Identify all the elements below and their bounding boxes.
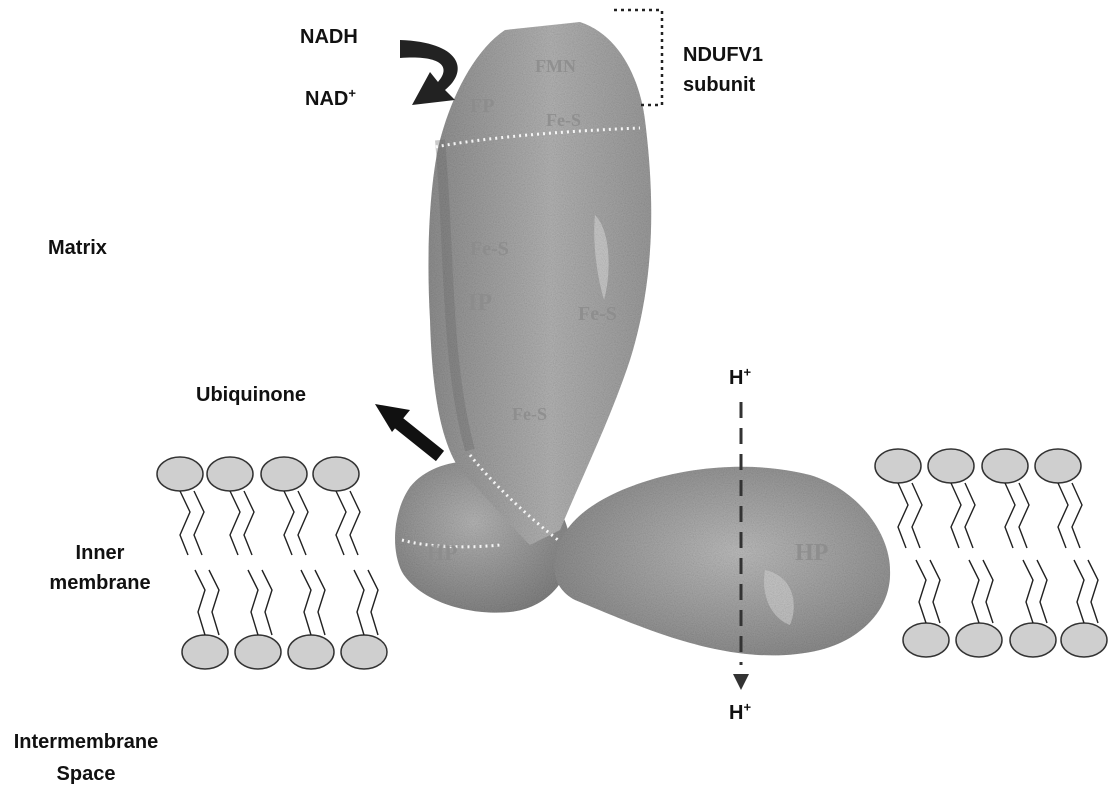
inner-line: Inner xyxy=(20,538,180,568)
h-bottom-text: H xyxy=(729,702,743,724)
label-fes-mid-left: Fe-S xyxy=(470,238,509,260)
h-bottom-charge: + xyxy=(743,699,751,714)
label-fes-mid-right: Fe-S xyxy=(578,303,617,325)
space-line: Space xyxy=(0,758,172,790)
h-top-charge: + xyxy=(743,364,751,379)
inner-membrane-label: Inner membrane xyxy=(20,538,180,598)
subunit-line: subunit xyxy=(683,70,763,100)
proton-top-label: H+ xyxy=(729,366,751,390)
peripheral-arm xyxy=(428,22,651,545)
nad-text: NAD xyxy=(305,88,348,110)
membrane-line: membrane xyxy=(20,568,180,598)
label-fmn: FMN xyxy=(535,56,576,76)
label-fp: FP xyxy=(470,95,494,117)
nadh-label: NADH xyxy=(300,25,358,49)
lipid-bilayer-right xyxy=(875,449,1107,657)
ubiquinone-label: Ubiquinone xyxy=(196,383,306,407)
label-ip: IP xyxy=(468,290,492,316)
label-hp-right: HP xyxy=(795,540,828,566)
ndufv1-subunit-label: NDUFV1 subunit xyxy=(683,40,763,100)
nadh-curved-arrow-icon xyxy=(400,40,458,105)
membrane-lobe-right xyxy=(554,467,890,656)
label-fes-top: Fe-S xyxy=(546,110,581,130)
nad-charge: + xyxy=(348,85,356,100)
h-top-text: H xyxy=(729,367,743,389)
label-fes-lower: Fe-S xyxy=(512,404,547,424)
ubiquinone-arrow-icon xyxy=(375,404,440,456)
label-hp-left: HP xyxy=(427,540,458,565)
intermembrane-space-label: Intermembrane Space xyxy=(0,726,172,790)
matrix-label: Matrix xyxy=(48,236,107,260)
ndufv1-line: NDUFV1 xyxy=(683,40,763,70)
lipid-bilayer-left xyxy=(157,457,387,669)
nad-plus-label: NAD+ xyxy=(305,87,356,111)
intermembrane-line: Intermembrane xyxy=(0,726,172,758)
proton-bottom-label: H+ xyxy=(729,701,751,725)
